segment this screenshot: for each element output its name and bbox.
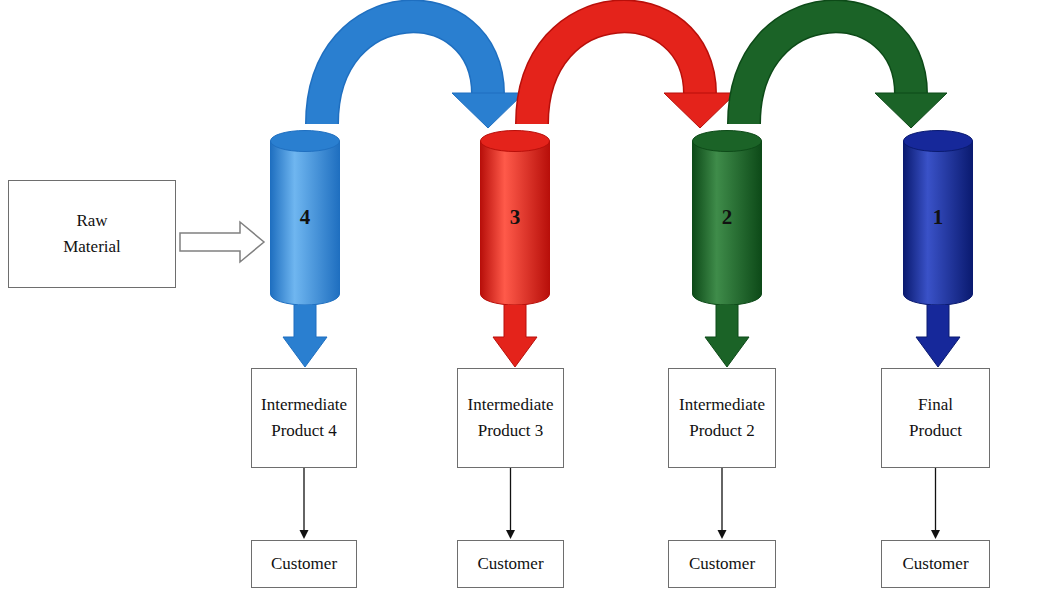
arc-band [322, 16, 488, 124]
box-label: Intermediate Product 3 [465, 392, 557, 445]
cylinder-top [271, 131, 340, 152]
box-label: Customer [271, 551, 337, 577]
thin-line [721, 468, 722, 531]
process-cylinder: 3 [480, 130, 550, 305]
flow-arrow [931, 468, 940, 539]
flow-arrow [718, 468, 727, 539]
cylinder-body [693, 141, 762, 305]
flow-arrow [180, 222, 264, 262]
arc-outline [322, 16, 488, 124]
process-cylinder: 2 [692, 130, 762, 305]
flow-arrow [300, 468, 309, 539]
cylinder-top [904, 131, 973, 152]
flow-arrow [705, 295, 749, 367]
flow-arrow [506, 468, 515, 539]
stage-number: 2 [722, 201, 733, 234]
customer-box: Customer [251, 540, 357, 588]
box-label: Customer [689, 551, 755, 577]
stage-number: 1 [933, 201, 944, 234]
flow-arrow [283, 295, 327, 367]
cylinder-body [904, 141, 973, 305]
arrow-head [875, 93, 947, 128]
process-cylinder: 4 [270, 130, 340, 305]
customer-box: Customer [457, 540, 564, 588]
arc-band [532, 16, 700, 124]
thin-line [303, 468, 304, 531]
product-box: Intermediate Product 3 [457, 368, 564, 468]
cylinder-top [481, 131, 550, 152]
output-arrow [916, 295, 960, 367]
cylinder-body [271, 141, 340, 305]
thin-line [510, 468, 511, 531]
arrow-head [931, 530, 940, 539]
arc-band [744, 16, 911, 124]
product-box: Intermediate Product 2 [668, 368, 776, 468]
input-box: Raw Material [8, 180, 176, 288]
process-cylinder: 1 [903, 130, 973, 305]
flow-arrow [493, 295, 537, 367]
cylinder-body [481, 141, 550, 305]
box-label: Intermediate Product 4 [258, 392, 350, 445]
customer-box: Customer [668, 540, 776, 588]
stage-number: 3 [510, 201, 521, 234]
output-arrow [705, 295, 749, 367]
arrow-head [452, 93, 524, 128]
arc-outline [532, 16, 700, 124]
stage-number: 4 [300, 201, 311, 234]
box-label: Final Product [901, 392, 971, 445]
box-label: Customer [477, 551, 543, 577]
product-box: Intermediate Product 4 [251, 368, 357, 468]
flow-arrow [532, 16, 736, 128]
box-label: Intermediate Product 2 [676, 392, 768, 445]
product-box: Final Product [881, 368, 990, 468]
arrow-head [300, 530, 309, 539]
flow-arrow [322, 16, 524, 128]
customer-box: Customer [881, 540, 990, 588]
arrow-head [506, 530, 515, 539]
arrow-head [664, 93, 736, 128]
box-label: Customer [902, 551, 968, 577]
output-arrow [493, 295, 537, 367]
box-label: Raw Material [52, 208, 132, 261]
arrow-head [718, 530, 727, 539]
flow-arrow [916, 295, 960, 367]
cylinder-top [693, 131, 762, 152]
flow-arrow [744, 16, 947, 128]
arc-outline [744, 16, 911, 124]
thin-line [935, 468, 936, 531]
output-arrow [283, 295, 327, 367]
hollow-arrow [180, 222, 264, 262]
